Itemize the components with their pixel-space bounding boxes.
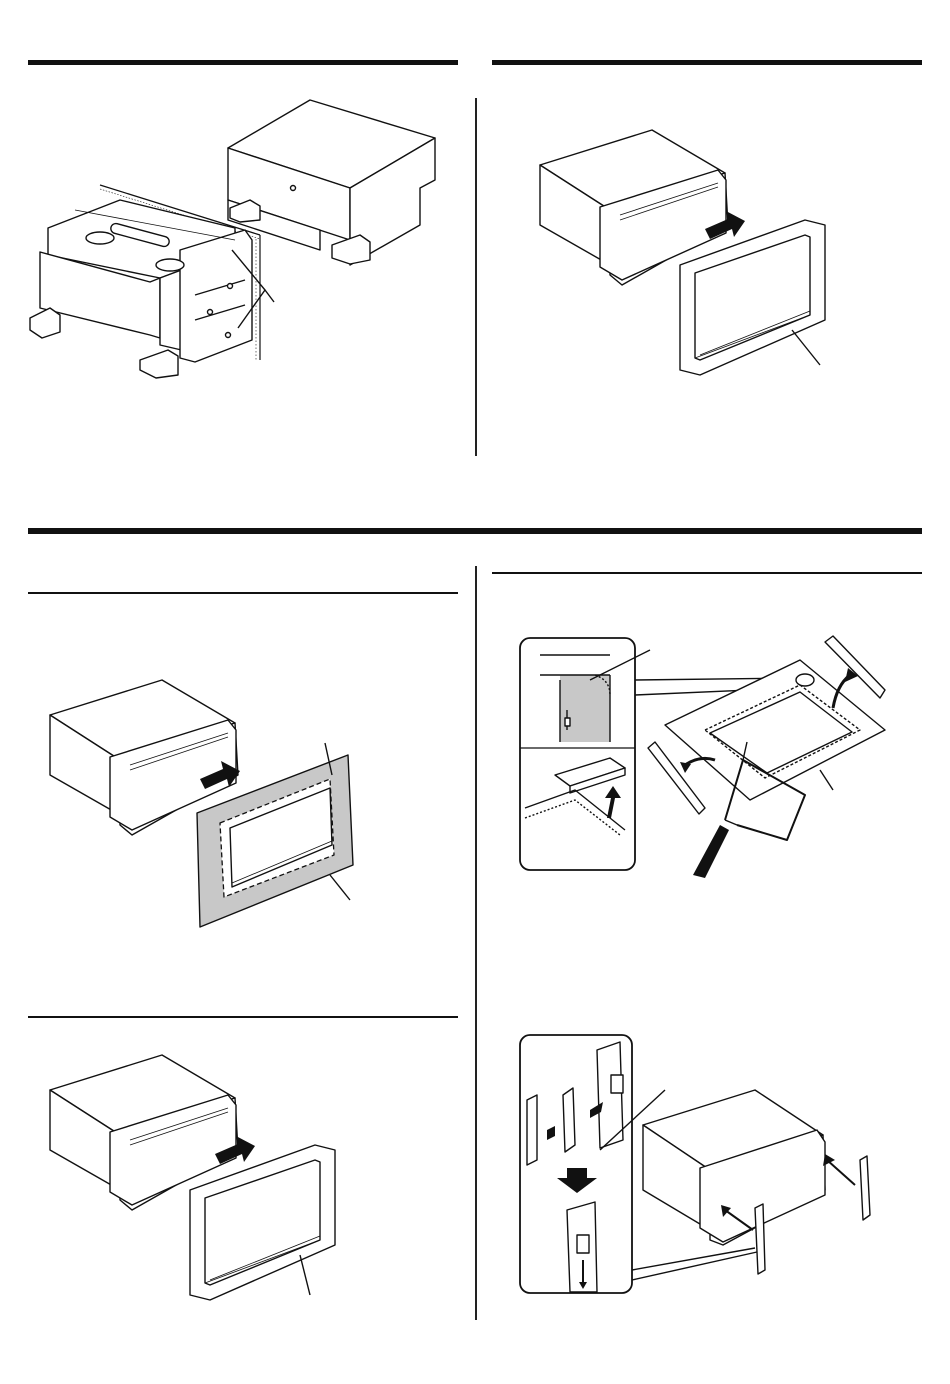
escutcheon-leader [300, 1255, 310, 1295]
detail-inset [520, 1035, 632, 1293]
figure-frame-cutting [515, 630, 900, 880]
section-rule-top-left [28, 60, 458, 65]
figure-metal-sleeve [20, 90, 470, 390]
side-cover-right [860, 1156, 870, 1220]
subsection-rule-left-2 [28, 1016, 458, 1018]
trim-leader-bottom [330, 875, 350, 900]
detail-inset [520, 638, 635, 870]
subsection-rule-right-1 [492, 572, 922, 574]
section-rule-top-right [492, 60, 922, 65]
figure-side-covers [515, 1030, 895, 1298]
figure-escutcheon-attach [530, 125, 850, 385]
column-divider-top [475, 98, 477, 456]
figure-trim-plate [40, 675, 370, 935]
head-unit [643, 1090, 825, 1245]
subsection-rule-left-1 [28, 592, 458, 594]
section-rule-middle [28, 528, 922, 534]
side-cover-left [755, 1204, 765, 1274]
figure-escutcheon-attach-2 [40, 1050, 360, 1310]
metal-sleeve-unit [30, 200, 252, 378]
trim-plate-leader [820, 770, 833, 790]
escutcheon-leader [792, 330, 820, 365]
head-unit-box [228, 100, 435, 265]
column-divider-bottom [475, 566, 477, 1320]
